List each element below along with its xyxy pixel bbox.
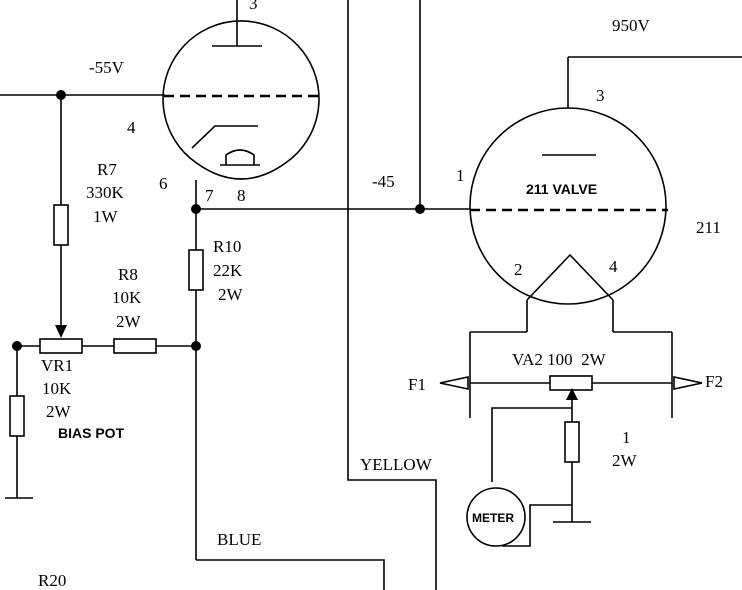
blue-lead — [196, 559, 385, 590]
r7-name: R7 — [97, 160, 117, 179]
valve-211-envelope — [469, 107, 667, 305]
bias-wiring — [0, 90, 201, 499]
r7-resistor — [53, 204, 69, 246]
f1-terminal — [439, 376, 469, 390]
driver-pin-6: 6 — [159, 174, 168, 193]
wiper-arrow — [55, 325, 67, 338]
meter-label: METER — [472, 511, 514, 525]
valve-211-pin-3: 3 — [596, 86, 605, 105]
vr1-value: 10K — [42, 379, 72, 398]
driver-pin-8: 8 — [237, 186, 246, 205]
r20-name: R20 — [38, 571, 66, 590]
cathode-wiring — [188, 0, 470, 590]
va2-pot — [549, 375, 593, 391]
r10-name: R10 — [213, 237, 241, 256]
r8-name: R8 — [118, 265, 138, 284]
driver-valve — [162, 0, 320, 180]
valve-211-pin-4: 4 — [609, 257, 618, 276]
blue-wire-label: BLUE — [217, 530, 261, 549]
valve-211-label: 211 VALVE — [526, 181, 597, 197]
yellow-lead — [347, 0, 437, 590]
driver-heater — [220, 149, 260, 166]
f2-terminal — [673, 376, 703, 390]
valve-211-pin-2: 2 — [514, 260, 523, 279]
valve-211 — [469, 56, 742, 418]
vr1-pot — [39, 338, 83, 354]
meter-resistor — [564, 421, 580, 463]
fuse-f2-label: F2 — [705, 372, 723, 391]
meter-resistor-value: 1 — [622, 428, 631, 447]
yellow-wire-label: YELLOW — [360, 455, 433, 474]
vr1-power: 2W — [46, 402, 72, 421]
meter — [466, 487, 526, 547]
grid-voltage-label: -45 — [372, 172, 395, 191]
driver-pin-7: 7 — [205, 186, 214, 205]
driver-valve-envelope — [162, 20, 320, 180]
bias-voltage-label: -55V — [89, 58, 125, 77]
valve-211-pin-1: 1 — [456, 166, 465, 185]
r10-value: 22K — [213, 261, 243, 280]
va2-wiper-arrow — [566, 388, 578, 400]
filament-balance — [439, 375, 703, 547]
vr1-name: VR1 — [41, 356, 73, 375]
valve-211-filament — [526, 253, 614, 301]
r8-power: 2W — [116, 312, 142, 331]
driver-pin-3: 3 — [249, 0, 258, 13]
r8-value: 10K — [112, 288, 142, 307]
r7-power: 1W — [93, 207, 119, 226]
r10-power: 2W — [218, 285, 244, 304]
r8-resistor — [113, 338, 157, 354]
va2-label: VA2 100 2W — [512, 350, 607, 369]
r20-resistor — [9, 395, 25, 437]
meter-resistor-power: 2W — [612, 451, 638, 470]
bias-pot-label: BIAS POT — [58, 425, 125, 441]
r10-resistor — [188, 249, 204, 291]
valve-211-side-label: 211 — [696, 218, 721, 237]
driver-cathode — [191, 125, 258, 149]
plate-voltage-label: 950V — [612, 16, 651, 35]
r7-value: 330K — [86, 183, 125, 202]
driver-pin-4: 4 — [127, 118, 136, 137]
fuse-f1-label: F1 — [408, 375, 426, 394]
